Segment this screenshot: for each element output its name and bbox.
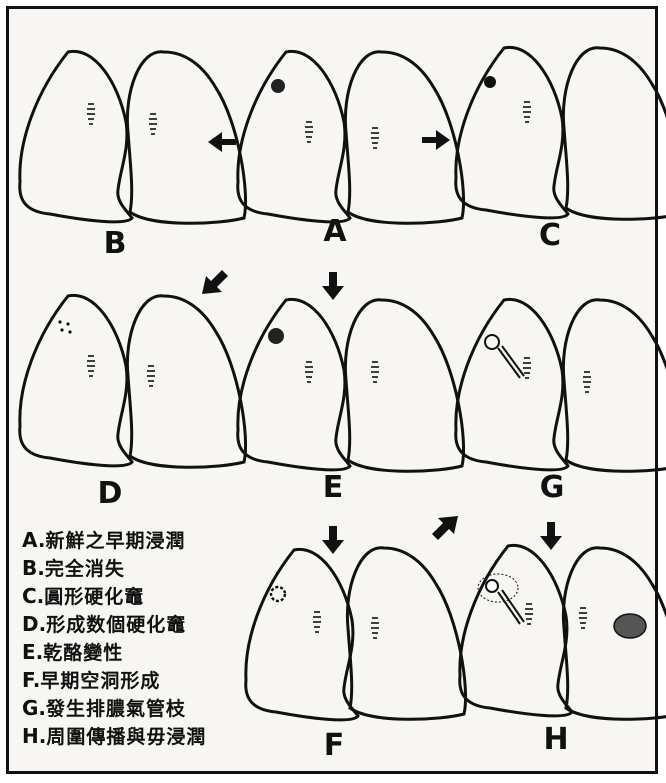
arrow-down-left-icon [202,270,228,294]
legend-item: A.新鮮之早期浸潤 [22,526,252,554]
panel-d [20,295,132,466]
label-b: B [104,226,127,261]
panel-c [456,47,568,218]
label-c: C [539,218,561,253]
legend-item: E.乾酪變性 [22,638,252,666]
label-g: G [540,470,565,505]
panel-b-right [127,52,245,224]
arrow-down-icon [540,522,562,550]
label-h: H [543,722,568,757]
panel-f-right [347,548,465,720]
arrow-down-icon [322,272,344,300]
legend-item: G.發生排膿氣管枝 [22,694,252,722]
panel-f [246,549,358,720]
panel-g [456,299,568,470]
label-f: F [324,728,345,763]
label-a: A [323,214,346,249]
legend-item: F.早期空洞形成 [22,666,252,694]
panel-e [238,299,350,470]
arrow-up-right-icon [432,516,458,540]
panel-e-right [345,300,463,472]
panel-h [460,545,572,716]
legend-item: B.完全消失 [22,554,252,582]
arrow-right-icon [422,130,450,150]
legend: A.新鮮之早期浸潤 B.完全消失 C.圓形硬化竈 D.形成数個硬化竈 E.乾酪變… [22,526,252,750]
label-e: E [323,470,344,505]
label-d: D [98,476,123,511]
panel-h-right [563,548,666,720]
legend-item: D.形成数個硬化竈 [22,610,252,638]
panel-g-right [563,300,666,472]
arrow-down-icon [322,526,344,554]
legend-item: C.圓形硬化竈 [22,582,252,610]
panel-b [20,51,132,222]
panel-a [238,51,350,222]
panel-c-right [563,48,666,220]
panel-d-right [127,296,245,468]
legend-item: H.周圍傳播與毋浸潤 [22,722,252,750]
arrow-left-icon [208,132,236,152]
